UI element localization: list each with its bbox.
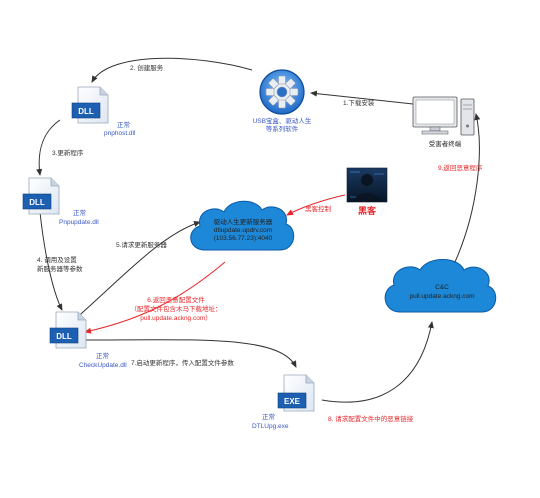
victim-label: 受害者终端 bbox=[429, 139, 462, 148]
arrow-return-malicious-program bbox=[454, 113, 481, 263]
dll-file-icon: DLL bbox=[49, 311, 87, 349]
victim-node: 受害者终端 bbox=[412, 96, 475, 148]
arrow-request-update-server bbox=[73, 221, 201, 321]
arrow-launch-updater bbox=[81, 339, 297, 368]
step-1-label: 1.下载安装 bbox=[343, 98, 375, 107]
dll-file-icon: DLL bbox=[71, 86, 109, 124]
cloud-icon bbox=[190, 200, 295, 251]
dll3-name: CheckUpdate.dll bbox=[79, 362, 127, 369]
exe-type-label: EXE bbox=[284, 397, 301, 406]
step-3-label: 3.更新程序 bbox=[52, 148, 84, 157]
arrow-create-service bbox=[91, 57, 253, 83]
update-server-line3: (103.56.77.23):4040 bbox=[214, 235, 273, 242]
arrow-update-program bbox=[36, 119, 61, 176]
cnc-node: C&C pull.update.ackng.com bbox=[384, 259, 497, 313]
hacker-control-label: 黑客控制 bbox=[305, 204, 332, 213]
gear-icon bbox=[259, 69, 305, 115]
step-9-label: 9.返回恶意程序 bbox=[438, 163, 483, 172]
exe-file-icon: EXE bbox=[277, 374, 315, 412]
arrow-return-malicious-config bbox=[84, 261, 226, 334]
step-4-label-line2: 新服务器等参数 bbox=[37, 264, 83, 273]
cnc-line1: C&C bbox=[435, 284, 449, 291]
dll-type-label: DLL bbox=[56, 332, 72, 341]
exe-name: DTLUpg.exe bbox=[252, 423, 289, 430]
arrow-download-install bbox=[310, 90, 414, 105]
dll3-status: 正常 bbox=[96, 351, 109, 360]
computer-icon bbox=[412, 96, 475, 136]
exe-status: 正常 bbox=[262, 412, 275, 421]
step-7-label: 7.启动更新程序，传入配置文件参数 bbox=[131, 358, 234, 367]
cloud-icon bbox=[384, 259, 497, 313]
dll-type-label: DLL bbox=[29, 198, 45, 207]
step-4-label-line1: 4. 调用及设置 bbox=[37, 255, 77, 264]
dll2-status: 正常 bbox=[73, 208, 86, 217]
step-6-label-line1: 6.返回恶意配置文件 bbox=[147, 295, 205, 304]
exe-node-dtlupg: EXE 正常 DTLUpg.exe bbox=[252, 374, 315, 430]
installer-node: USB宝盒、驱动人生 等系列软件 bbox=[253, 69, 312, 133]
installer-label-line1: USB宝盒、驱动人生 bbox=[253, 116, 312, 125]
step-8-label: 8. 请求配置文件中的恶意链接 bbox=[328, 414, 414, 423]
arrow-call-set-params bbox=[39, 211, 63, 311]
red-lines bbox=[84, 194, 346, 334]
arrow-hacker-control bbox=[286, 194, 346, 216]
dll1-name: pnphost.dll bbox=[104, 130, 136, 137]
step-5-label: 5.请求更新服务器 bbox=[116, 240, 167, 249]
cnc-line2: pull.update.ackng.com bbox=[409, 293, 474, 300]
step-2-label: 2. 创建服务 bbox=[130, 63, 164, 72]
arrow-request-malicious-link bbox=[321, 321, 434, 403]
hacker-node: 黑客 黑客控制 bbox=[305, 167, 388, 216]
update-server-line2: dtlupdate.updrv.com bbox=[214, 227, 272, 234]
connector-lines bbox=[36, 57, 414, 368]
dll-node-pnphost: DLL 正常 pnphost.dll bbox=[71, 86, 136, 137]
hacker-label: 黑客 bbox=[358, 205, 377, 216]
dll1-status: 正常 bbox=[117, 120, 130, 129]
step-6-label-line3: pull.update.ackng.com） bbox=[140, 314, 212, 322]
step-6-label-line2: （配置文件包含木马下载地址： bbox=[131, 304, 222, 313]
dll-file-icon: DLL bbox=[22, 177, 60, 215]
update-server-line1: 驱动人生更新服务器 bbox=[214, 217, 273, 226]
update-server-node: 驱动人生更新服务器 dtlupdate.updrv.com (103.56.77… bbox=[190, 200, 295, 251]
dll-node-checkupdate: DLL 正常 CheckUpdate.dll bbox=[49, 311, 127, 369]
dll-node-pnpupdate: DLL 正常 Pnpupdate.dll bbox=[22, 177, 99, 226]
hacker-icon bbox=[346, 167, 388, 203]
dll-type-label: DLL bbox=[78, 107, 94, 116]
dll2-name: Pnpupdate.dll bbox=[59, 219, 99, 226]
installer-label-line2: 等系列软件 bbox=[266, 124, 299, 133]
